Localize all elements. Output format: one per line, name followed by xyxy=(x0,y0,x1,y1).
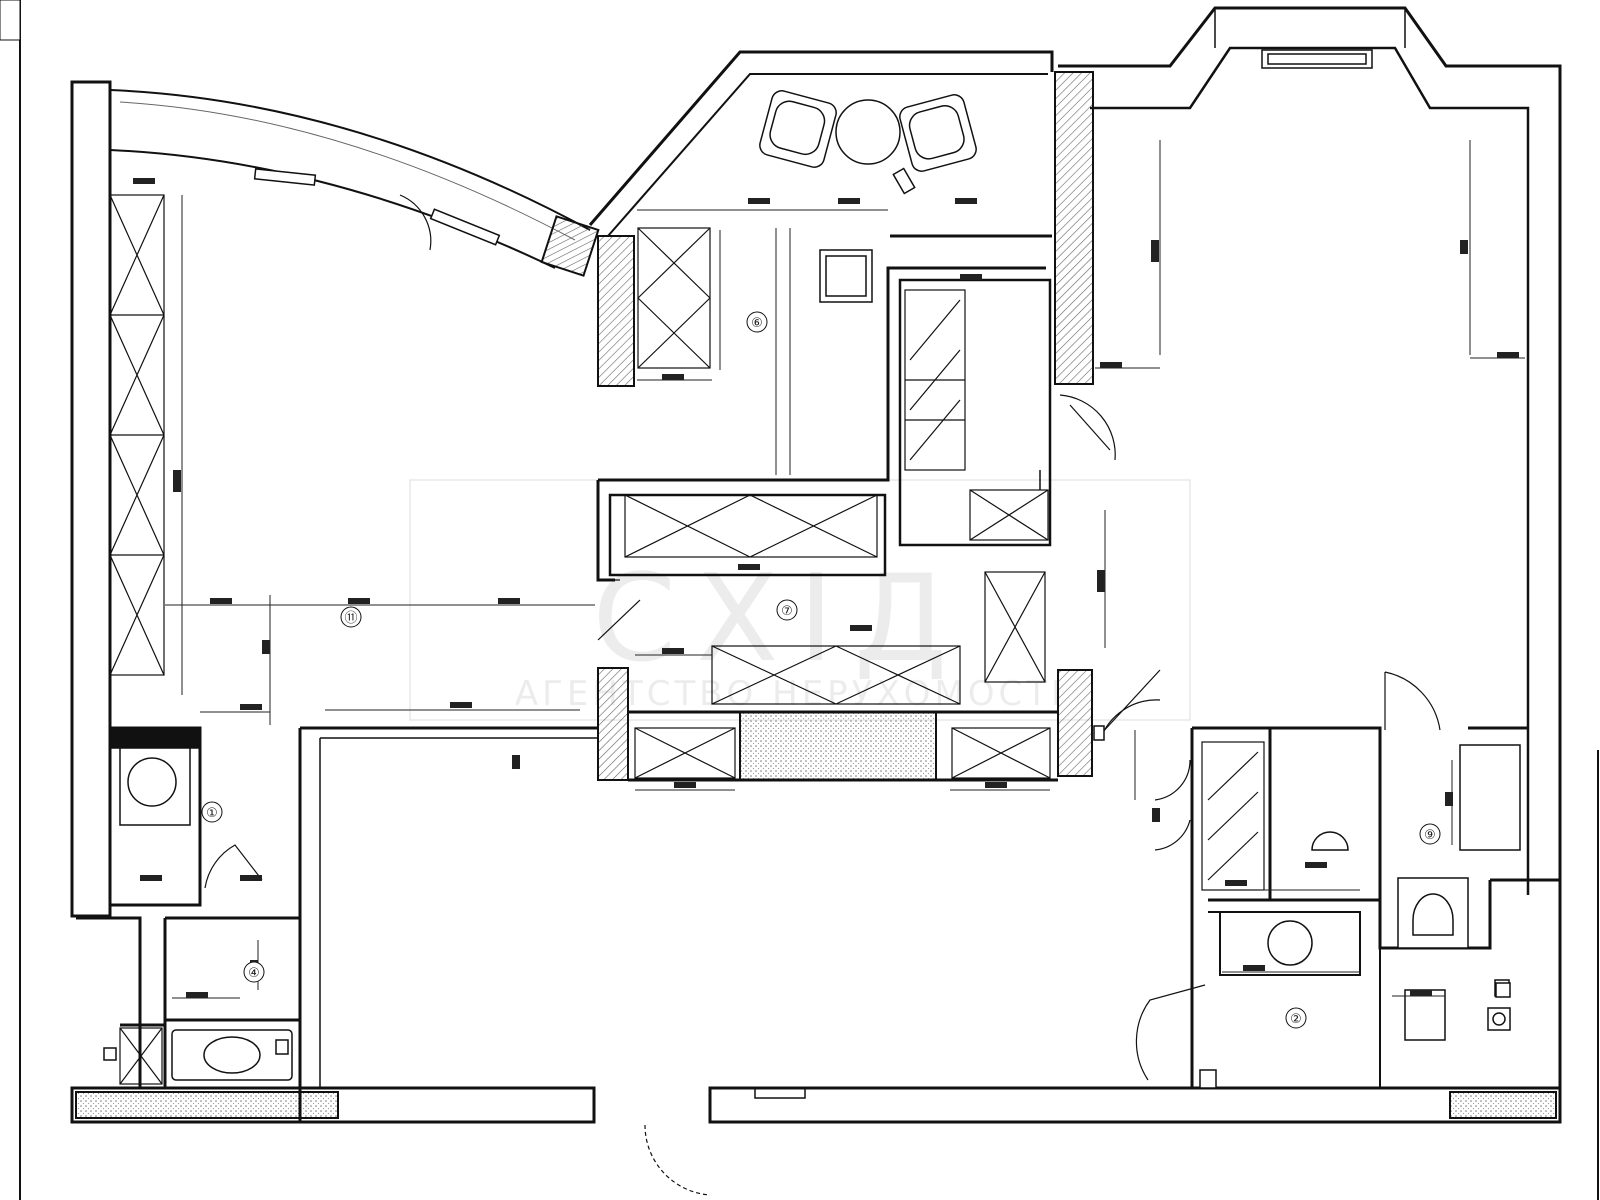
room-markers: ① ⑥ ⑦ ⑨ ④ ⑪ ② xyxy=(201,311,1441,1029)
room-marker-2: ② xyxy=(1285,1007,1307,1029)
windows xyxy=(253,8,1406,246)
room-label: ② xyxy=(1290,1012,1302,1027)
room-label: ① xyxy=(206,806,218,821)
balcony-furniture xyxy=(759,90,977,195)
room-marker-11: ⑪ xyxy=(340,606,362,628)
room-marker-9: ⑨ xyxy=(1419,823,1441,845)
room-label: ⑥ xyxy=(751,316,763,331)
interior-walls xyxy=(76,234,1560,1088)
wall-details xyxy=(109,470,1511,1122)
dimension-tags xyxy=(133,178,1519,998)
watermark-logo: СХІД xyxy=(592,550,967,689)
room-marker-1: ① xyxy=(201,801,223,823)
wardrobes xyxy=(109,194,1051,1085)
doors xyxy=(204,194,1441,1196)
closets xyxy=(904,289,1265,891)
dimension-lines xyxy=(165,140,1525,999)
room-label: ④ xyxy=(248,966,260,981)
room-marker-6: ⑥ xyxy=(746,311,768,333)
room-label: ⑨ xyxy=(1424,828,1436,843)
masonry xyxy=(75,71,1557,1119)
room-label: ⑪ xyxy=(344,611,357,626)
room-label: ⑦ xyxy=(781,604,793,619)
room-marker-4: ④ xyxy=(243,961,265,983)
room-marker-7: ⑦ xyxy=(776,599,798,621)
